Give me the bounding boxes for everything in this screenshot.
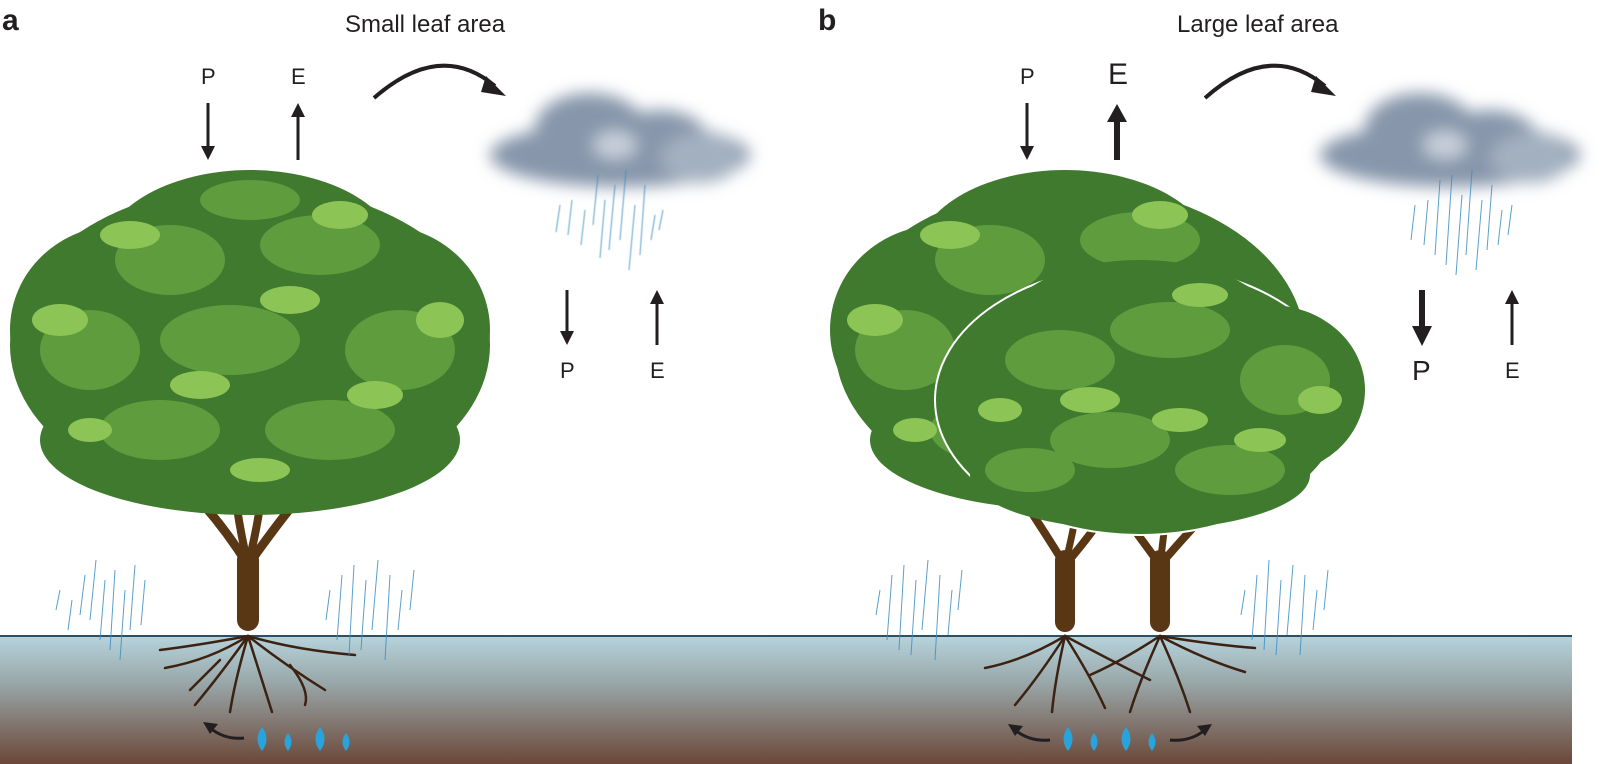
panel-b-cloud	[1320, 93, 1580, 187]
panel-a-letter: a	[2, 4, 19, 37]
panel-a-title: Small leaf area	[345, 11, 506, 38]
panel-a-ground-rain-left	[55, 559, 146, 661]
panel-b-title: Large leaf area	[1177, 11, 1339, 38]
panel-b-canopy-e-label: E	[1108, 58, 1128, 91]
panel-b-letter: b	[818, 4, 836, 37]
panel-b-cloud-p-arrow	[1412, 290, 1432, 346]
panel-a-water-drops	[257, 727, 350, 751]
panel-b: b Large leaf area P E	[818, 4, 1580, 751]
panel-a-canopy-p-label: P	[201, 64, 216, 89]
panel-b-ground-rain-right	[1240, 559, 1329, 656]
panel-b-cloud-p-label: P	[1412, 355, 1431, 386]
panel-b-roots	[983, 634, 1257, 714]
panel-a-ground-rain-right	[325, 559, 415, 661]
panel-a-tree	[10, 170, 490, 714]
panel-b-transport-arrow	[1203, 63, 1336, 100]
panel-b-soil-arrow-left	[1008, 724, 1051, 742]
panel-a-canopy-e-label: E	[291, 64, 306, 89]
panel-a-canopy-e-arrow	[291, 103, 305, 160]
panel-a: a Small leaf area P E	[2, 4, 750, 751]
panel-a-soil-arrow	[203, 722, 245, 740]
panel-a-cloud-rain	[555, 169, 664, 271]
panel-a-canopy	[10, 170, 490, 515]
panel-a-cloud-e-arrow	[650, 290, 664, 345]
panel-a-cloud	[490, 93, 750, 187]
panel-a-canopy-p-arrow	[201, 103, 215, 160]
panel-b-ground-rain-left	[875, 559, 963, 661]
panel-b-soil-arrow-right	[1169, 724, 1212, 742]
panel-a-cloud-p-label: P	[560, 358, 575, 383]
panel-b-canopy-e-arrow	[1107, 104, 1127, 160]
panel-a-cloud-p-arrow	[560, 290, 574, 345]
panel-a-transport-arrow	[372, 63, 506, 100]
soil-layer	[0, 636, 1572, 764]
panel-b-front-tree	[934, 260, 1365, 632]
panel-b-water-drops	[1063, 727, 1156, 751]
panel-a-cloud-e-label: E	[650, 358, 665, 383]
panel-b-canopy-p-arrow	[1020, 103, 1034, 160]
panel-b-cloud-e-arrow	[1505, 290, 1519, 345]
panel-b-cloud-rain	[1410, 169, 1513, 276]
panel-a-roots	[158, 634, 357, 714]
panel-b-canopy-p-label: P	[1020, 64, 1035, 89]
panel-b-front-canopy	[934, 260, 1365, 536]
panel-b-cloud-e-label: E	[1505, 358, 1520, 383]
